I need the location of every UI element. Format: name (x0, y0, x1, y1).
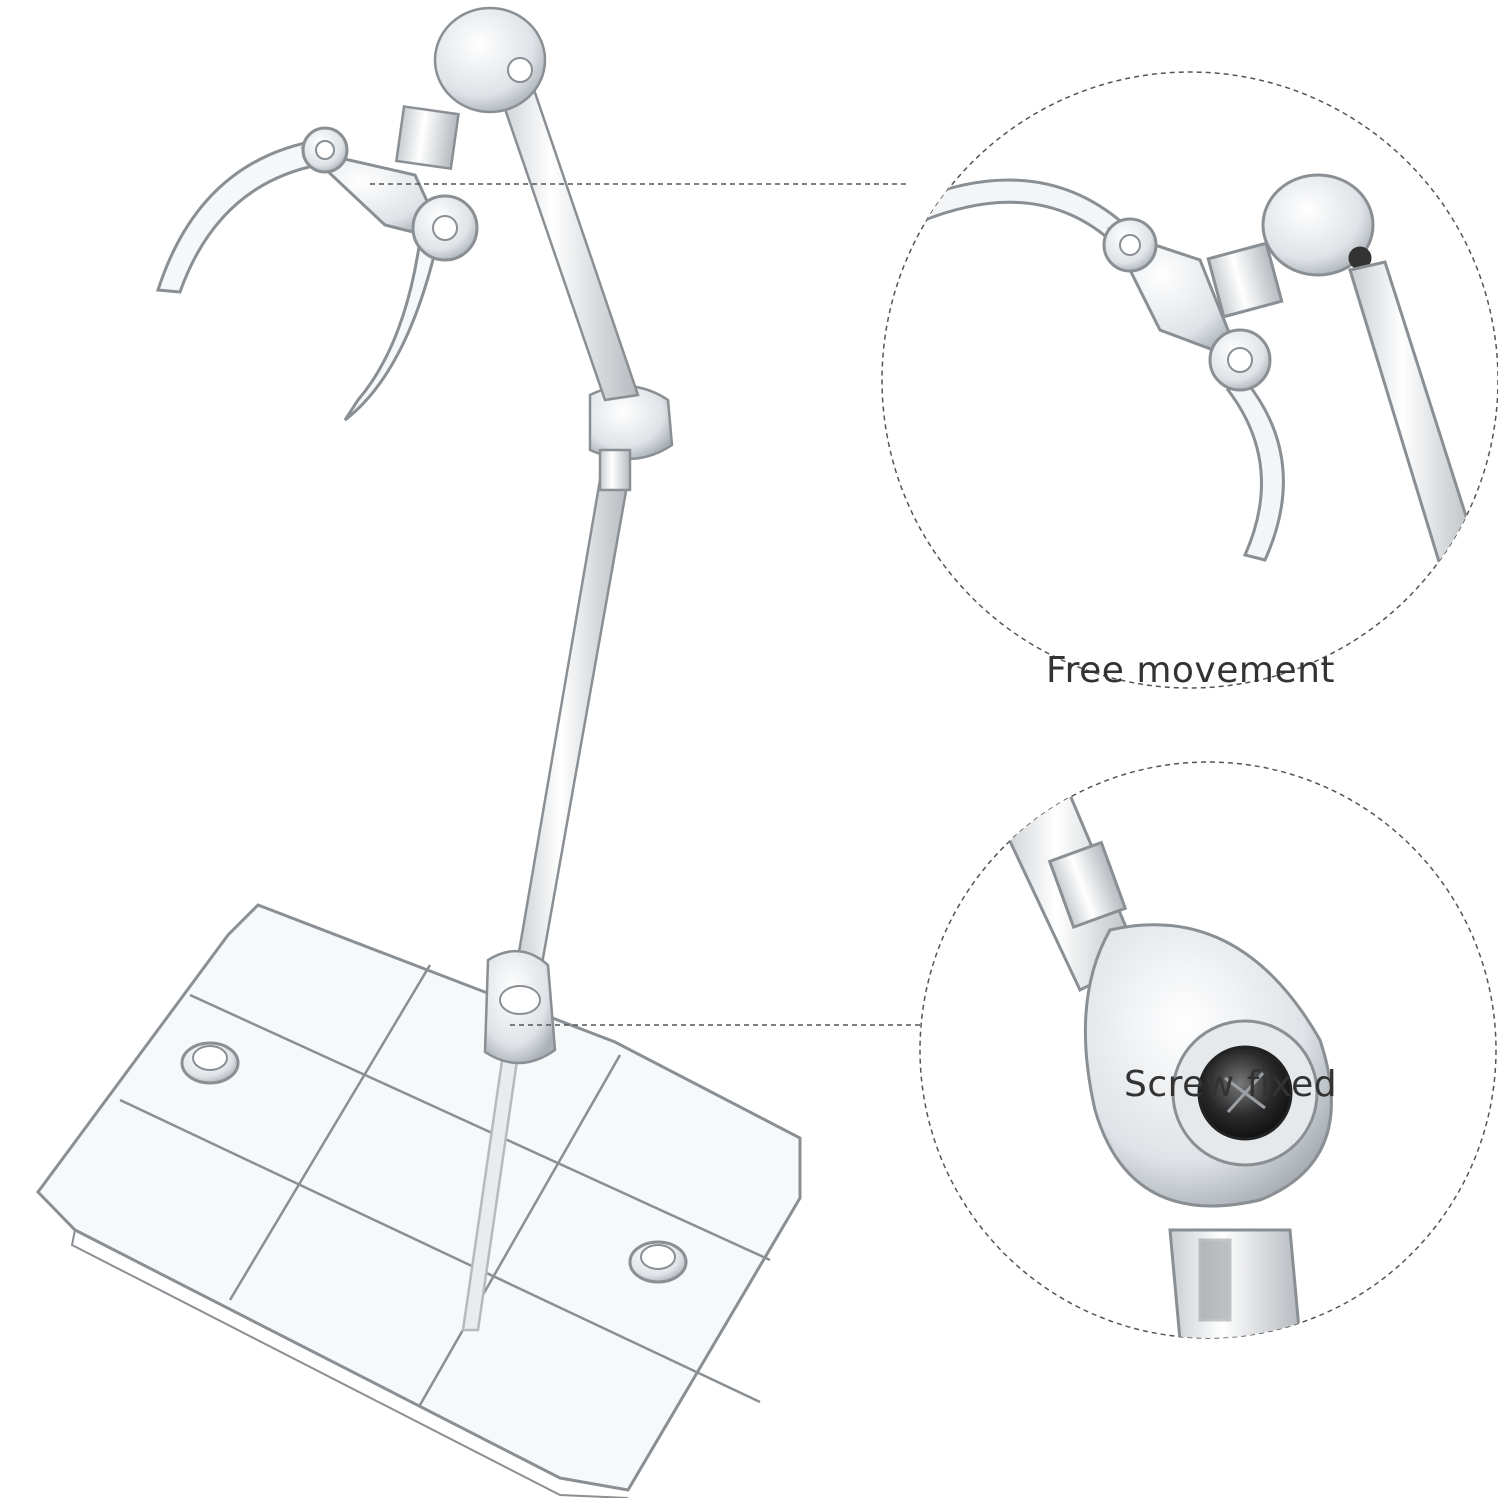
claw-holder (155, 126, 479, 422)
stand-arm (394, 6, 674, 1332)
callout-free-movement (881, 71, 1498, 689)
screw-fixed-label: Screw fixed (1124, 1064, 1338, 1105)
free-movement-label: Free movement (1046, 650, 1336, 691)
base-plate (36, 903, 802, 1498)
callout-screw-fixed (919, 761, 1497, 1339)
leader-lines (370, 183, 920, 1026)
